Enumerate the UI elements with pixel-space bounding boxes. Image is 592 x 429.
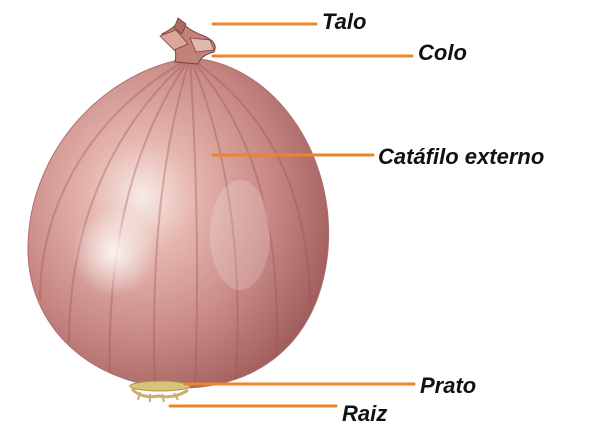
onion-highlight	[65, 165, 205, 315]
onion-base	[130, 381, 190, 402]
label-raiz: Raiz	[342, 403, 387, 425]
label-colo: Colo	[418, 42, 467, 64]
onion-neck	[160, 18, 215, 64]
label-catafilo-externo: Catáfilo externo	[378, 146, 544, 168]
label-talo: Talo	[322, 11, 366, 33]
label-prato: Prato	[420, 375, 476, 397]
